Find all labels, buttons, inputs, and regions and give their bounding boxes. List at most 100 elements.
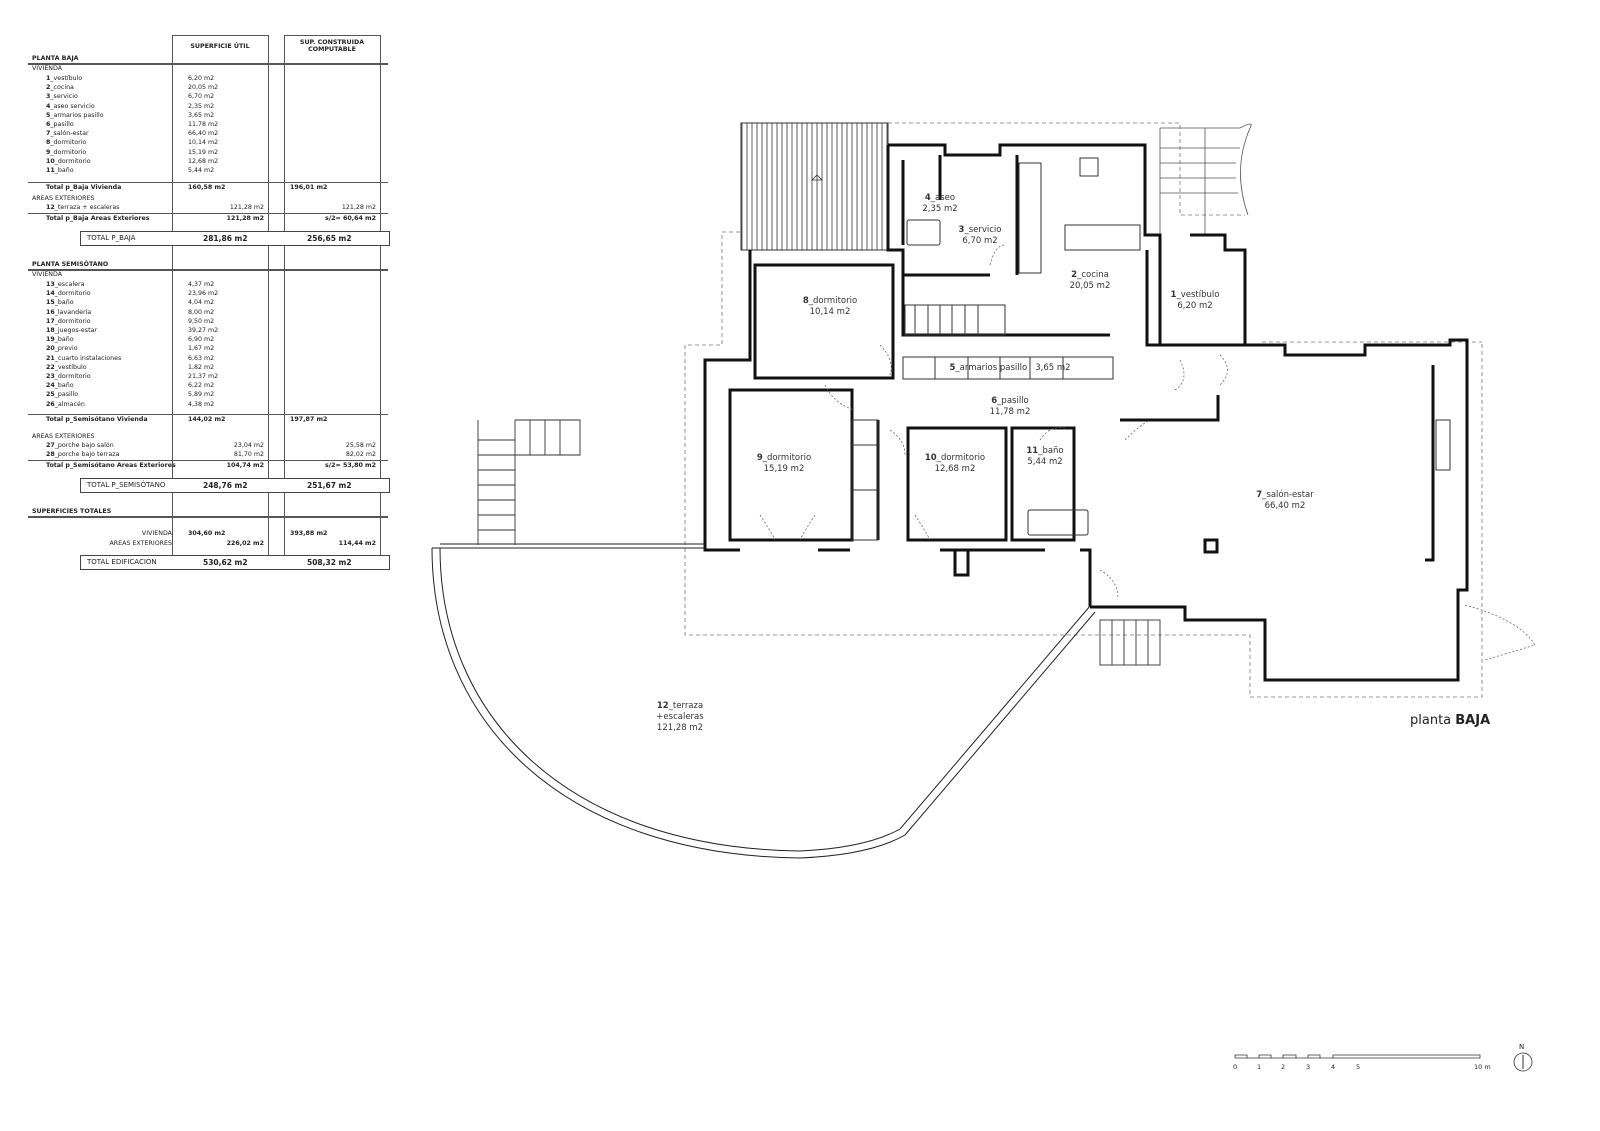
construida-value: s/2= 60,64 m2 xyxy=(325,215,376,222)
room-name: _armarios pasillo xyxy=(954,363,1027,373)
terrace-outline xyxy=(431,543,1096,859)
room-name: 6_pasillo xyxy=(46,120,74,129)
door-swings xyxy=(759,244,1536,661)
total-label: Total p_Baja Vivienda xyxy=(46,184,122,191)
group-label: AREAS EXTERIORES xyxy=(28,194,388,203)
util-value: 6,22 m2 xyxy=(188,382,215,390)
room-name: 14_dormitorio xyxy=(46,289,91,298)
table-row: 20_previo 1,67 m2 xyxy=(28,344,388,353)
ramp-hatch xyxy=(740,122,889,251)
room-label: _baño xyxy=(54,336,74,344)
scale-tick-label: 4 xyxy=(1331,1063,1336,1071)
scale-tick-label: 5 xyxy=(1356,1063,1361,1071)
scale-tick-label: 3 xyxy=(1306,1063,1311,1071)
room-name: 25_pasillo xyxy=(46,390,78,399)
util-value: 3,65 m2 xyxy=(188,111,215,119)
util-value: 23,04 m2 xyxy=(233,442,264,449)
room-number: 9 xyxy=(757,453,763,463)
util-value: 1,67 m2 xyxy=(188,345,215,353)
closets xyxy=(851,157,1451,541)
construida-value: 393,88 m2 xyxy=(290,530,328,537)
room-name: _dormitorio xyxy=(808,296,857,306)
room-number: 8 xyxy=(803,296,809,306)
util-value: 8,00 m2 xyxy=(188,308,215,316)
room-name: 5_armarios pasillo xyxy=(46,111,104,120)
section-heading: PLANTA SEMISÓTANO xyxy=(28,260,388,271)
room-number: 12 xyxy=(657,701,669,711)
room-number: 18 xyxy=(46,327,55,334)
room-name: 27_porche bajo salón xyxy=(46,441,114,450)
room-number: 1 xyxy=(46,75,51,82)
room-name: 20_previo xyxy=(46,344,78,353)
util-value: 10,14 m2 xyxy=(188,139,219,147)
room-label: _porche bajo salón xyxy=(54,442,114,449)
room-number: 9 xyxy=(46,148,51,156)
total-label: AREAS EXTERIORES xyxy=(109,540,172,547)
entry-stairs xyxy=(1159,123,1252,235)
room-name: 19_baño xyxy=(46,335,74,344)
room-label: _pasillo xyxy=(50,121,74,128)
room-area: 15,19 m2 xyxy=(764,464,805,474)
room-area: 6,70 m2 xyxy=(962,236,997,246)
room-number: 1 xyxy=(1171,290,1177,300)
room-label: _aseo servicio xyxy=(50,102,95,110)
room-number: 2 xyxy=(46,84,51,92)
util-value: 39,27 m2 xyxy=(188,327,219,334)
room-area: 66,40 m2 xyxy=(1265,501,1306,511)
room-label: _vestíbulo xyxy=(54,363,87,371)
room-number: 20 xyxy=(46,345,55,353)
section-heading: SUPERFICIES TOTALES xyxy=(28,507,388,518)
room-name: 17_dormitorio xyxy=(46,317,91,326)
plan-title: planta BAJA xyxy=(1410,713,1490,728)
construida-value: 197,87 m2 xyxy=(290,416,328,423)
util-value: 15,19 m2 xyxy=(188,148,219,156)
util-value: 248,76 m2 xyxy=(203,481,248,490)
total-label: Total p_Baja Areas Exteriores xyxy=(46,215,150,222)
room-label: _dormitorio xyxy=(50,148,87,156)
total-label: TOTAL EDIFICACION xyxy=(87,558,157,566)
room-name: _salón-estar xyxy=(1261,489,1314,500)
util-value: 66,40 m2 xyxy=(188,130,219,138)
room-label: _baño xyxy=(54,382,74,390)
room-label: _baño xyxy=(54,299,74,307)
room-label: _pasillo xyxy=(54,391,79,399)
util-value: 6,20 m2 xyxy=(188,75,215,82)
room-number: 3 xyxy=(959,225,965,235)
room-label: 9_dormitorio xyxy=(757,453,811,463)
room-label: 12_terraza xyxy=(657,701,703,711)
column-header-line: COMPUTABLE xyxy=(308,46,356,53)
util-value: 5,89 m2 xyxy=(188,391,215,399)
util-value: 281,86 m2 xyxy=(203,234,248,243)
room-label: _cuarto instalaciones xyxy=(54,354,122,362)
room-area: 121,28 m2 xyxy=(657,723,703,733)
room-number: 22 xyxy=(46,363,55,371)
util-value: 21,37 m2 xyxy=(188,373,219,380)
room-name: 10_dormitorio xyxy=(46,157,91,166)
room-number: 28 xyxy=(46,451,55,459)
room-number: 5 xyxy=(46,111,51,119)
construida-value: 196,01 m2 xyxy=(290,184,328,191)
total-label: Total p_Semisótano Areas Exteriores xyxy=(46,462,176,469)
dashed-outline xyxy=(684,122,1483,698)
room-label: _terraza + escaleras xyxy=(54,204,120,211)
construida-value: 82,02 m2 xyxy=(345,451,376,459)
room-name: 3_servicio xyxy=(46,92,78,101)
